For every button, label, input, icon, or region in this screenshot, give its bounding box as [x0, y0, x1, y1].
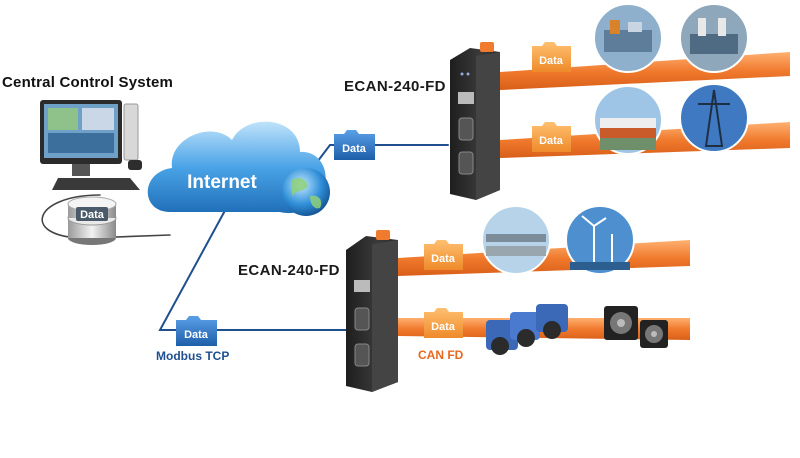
svg-text:Data: Data — [431, 321, 456, 333]
ecan-top-label: ECAN-240-FD — [344, 78, 446, 95]
svg-text:Data: Data — [539, 55, 564, 67]
photo-power-transmission-tower — [679, 83, 749, 153]
database-icon: Data — [67, 196, 117, 245]
data-folder-network-top: Data — [334, 130, 375, 160]
photo-factory-automation — [593, 3, 663, 73]
ecan-device-bottom — [346, 230, 398, 392]
computer-icon — [40, 100, 142, 190]
svg-text:Data: Data — [342, 143, 367, 155]
data-folder-3: Data — [424, 240, 463, 270]
globe-icon — [282, 168, 330, 216]
photo-railway-train — [593, 85, 663, 155]
can-fd-label: CAN FD — [418, 348, 464, 362]
data-folder-2: Data — [532, 122, 571, 152]
photo-robot-assembly-line — [679, 3, 749, 73]
photo-pipeline-facility — [481, 205, 551, 275]
svg-text:Data: Data — [539, 135, 564, 147]
svg-text:Data: Data — [431, 253, 456, 265]
data-folder-network-bottom: Data — [176, 316, 217, 346]
photo-offshore-wind-turbines — [565, 205, 635, 275]
ecan-device-top — [450, 42, 500, 200]
cloud-icon: Internet — [147, 121, 326, 214]
ecan-bottom-label: ECAN-240-FD — [238, 262, 340, 279]
photo-servo-motors-group — [486, 304, 568, 355]
central-control-system-label: Central Control System — [2, 74, 174, 91]
internet-label: Internet — [187, 172, 257, 193]
photo-servo-motors-pair — [604, 306, 668, 348]
data-folder-1: Data — [532, 42, 571, 72]
modbus-tcp-label: Modbus TCP — [156, 349, 230, 363]
svg-text:Data: Data — [184, 329, 209, 341]
data-folder-4: Data — [424, 308, 463, 338]
database-label: Data — [80, 209, 105, 221]
